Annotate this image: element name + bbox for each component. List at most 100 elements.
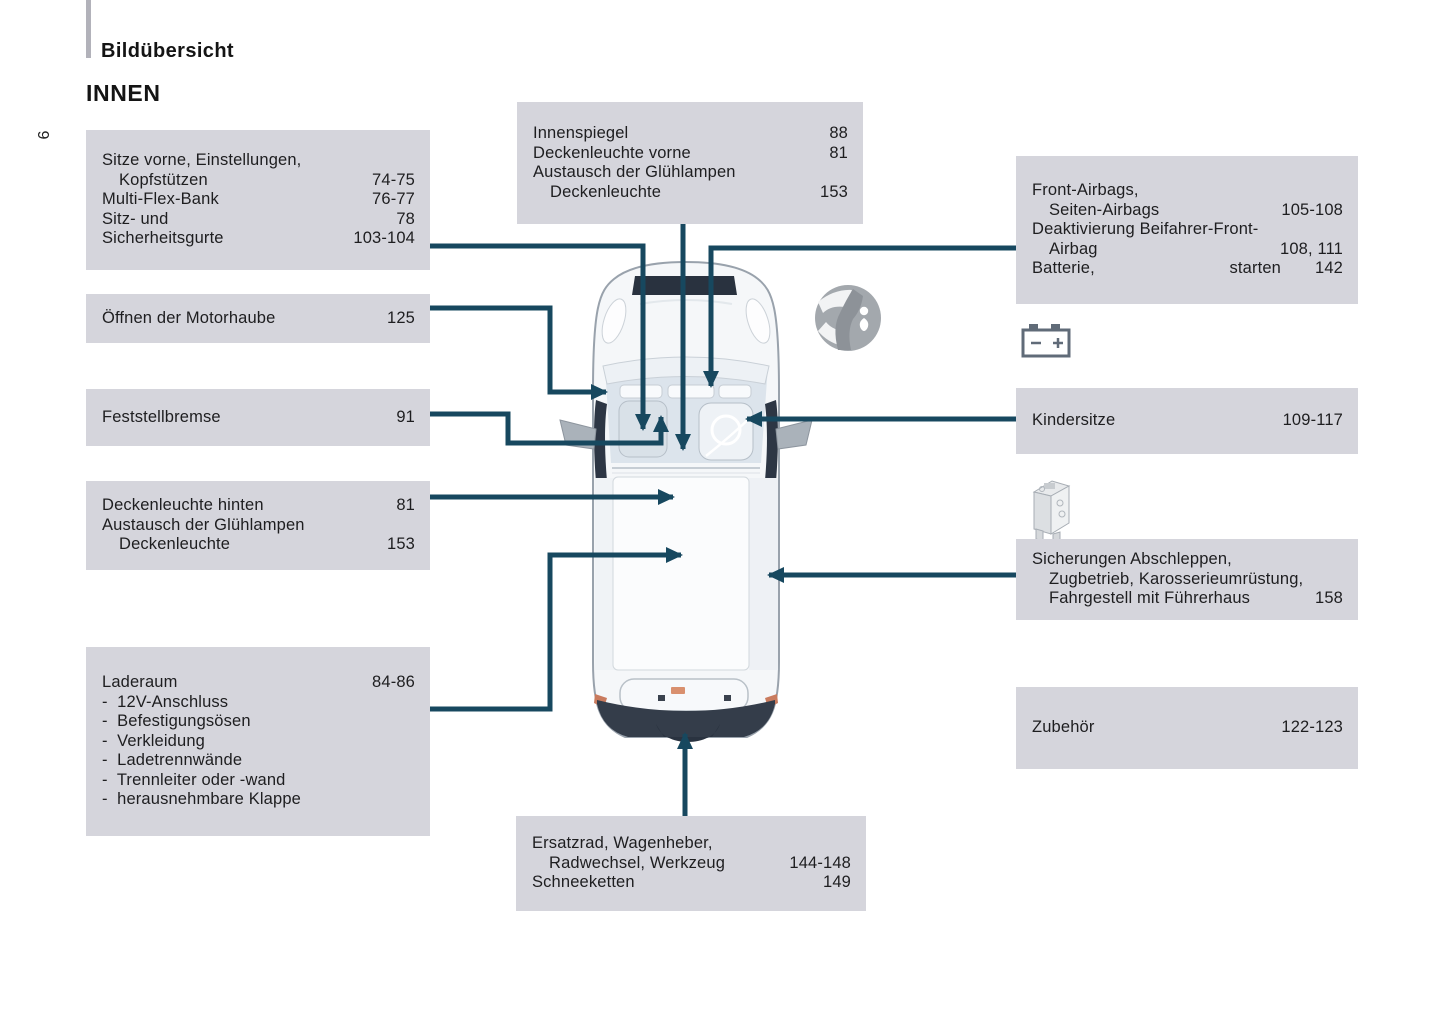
line-label: Seiten-Airbags: [1049, 200, 1160, 219]
line-mid-label: starten: [1229, 259, 1281, 278]
spare-wheel-bulge: [656, 724, 720, 742]
callout-line-front-seats: [430, 243, 651, 431]
line-pages: 74-75: [372, 170, 415, 189]
box-line: Deckenleuchte hinten 81: [102, 496, 415, 516]
page-title: Bildübersicht: [101, 40, 234, 62]
child-seat: [698, 402, 754, 461]
line-label: Sicherheitsgurte: [102, 229, 224, 248]
van-body: [559, 260, 813, 742]
line-label: Kopfstützen: [119, 170, 208, 189]
box-line: Front-Airbags,: [1032, 181, 1343, 201]
box-line: - Befestigungsösen: [102, 712, 415, 732]
line-pages: 88: [829, 124, 848, 142]
box-line: Austausch der Glühlampen: [533, 163, 848, 183]
line-label: Sicherungen Abschleppen,: [1032, 550, 1232, 569]
line-label: Innenspiegel: [533, 124, 629, 142]
line-label: Öffnen der Motorhaube: [102, 308, 276, 327]
line-label: Zubehör: [1032, 718, 1095, 737]
line-pages: 81: [829, 143, 848, 162]
box-line: Deckenleuchte vorne 81: [533, 144, 848, 164]
line-label: Ersatzrad, Wagenheber,: [532, 834, 713, 853]
callout-line-parking-brake: [430, 411, 669, 446]
callout-line-cargo: [430, 547, 683, 712]
callout-box-cargo: Laderaum 84-86 - 12V-Anschluss - Befestig…: [86, 647, 430, 836]
line-label: Deckenleuchte: [119, 535, 231, 554]
callout-box-spare-wheel: Ersatzrad, Wagenheber, Radwechsel, Werkz…: [516, 816, 866, 911]
callout-box-mirror-light: Innenspiegel 88 Deckenleuchte vorne 81 Aus…: [517, 102, 863, 224]
line-label: Zugbetrieb, Karosserieumrüstung,: [1049, 569, 1304, 588]
box-line: - 12V-Anschluss: [102, 693, 415, 713]
battery-icon: [1021, 324, 1071, 358]
fuse-box-icon: [1032, 480, 1071, 545]
line-label: Austausch der Glühlampen: [102, 515, 305, 534]
box-line: Multi-Flex-Bank 76-77: [102, 190, 415, 210]
box-line: Sitze vorne, Einstellungen,: [102, 151, 415, 171]
line-pages: 84-86: [372, 673, 415, 692]
line-label: - Ladetrennwände: [102, 751, 243, 770]
line-pages: 78: [396, 209, 415, 228]
line-label: Schneeketten: [532, 873, 635, 892]
line-pages: 105-108: [1281, 200, 1343, 219]
line-pages: 81: [396, 496, 415, 515]
callout-box-bonnet: Öffnen der Motorhaube 125: [86, 294, 430, 343]
line-pages: 108, 111: [1280, 239, 1343, 258]
line-pages: 103-104: [353, 229, 415, 248]
box-line: Fahrgestell mit Führerhaus 158: [1032, 589, 1343, 609]
line-label: Radwechsel, Werkzeug: [549, 853, 726, 872]
box-line: - Verkleidung: [102, 732, 415, 752]
line-label: Fahrgestell mit Führerhaus: [1049, 589, 1251, 608]
line-label: Sitz- und: [102, 209, 169, 228]
line-label: Deckenleuchte hinten: [102, 496, 264, 515]
callout-box-rear-ceiling-light: Deckenleuchte hinten 81 Austausch der Glü…: [86, 481, 430, 570]
box-line: Sicherungen Abschleppen,: [1032, 550, 1343, 570]
box-line: Sitz- und 78: [102, 210, 415, 230]
box-line: Deaktivierung Beifahrer-Front-: [1032, 220, 1343, 240]
callout-box-fuses: Sicherungen Abschleppen, Zugbetrieb, Kar…: [1016, 539, 1358, 620]
rear-bumper: [597, 700, 775, 737]
page-edge-bar: [86, 0, 91, 58]
line-pages: 149: [823, 873, 851, 892]
line-pages: 153: [387, 535, 415, 554]
box-line: Laderaum 84-86: [102, 673, 415, 693]
line-label: Laderaum: [102, 673, 178, 692]
callout-line-bonnet: [430, 305, 608, 400]
line-label: Batterie,: [1032, 259, 1095, 278]
line-pages: 91: [396, 407, 415, 426]
line-label: Deaktivierung Beifahrer-Front-: [1032, 220, 1259, 239]
line-label: Multi-Flex-Bank: [102, 190, 219, 209]
line-label: Deckenleuchte vorne: [533, 143, 691, 162]
line-label: Kindersitze: [1032, 411, 1116, 430]
box-line: Feststellbremse 91: [102, 408, 415, 428]
box-line: Kopfstützen 74-75: [102, 171, 415, 191]
box-line: Innenspiegel 88: [533, 124, 848, 144]
airbag-warning-icon: [815, 285, 881, 351]
box-line: Ersatzrad, Wagenheber,: [532, 834, 851, 854]
line-label: Austausch der Glühlampen: [533, 163, 736, 181]
line-pages: 158: [1315, 589, 1343, 608]
callout-line-airbags: [703, 245, 1016, 388]
line-pages: 144-148: [789, 853, 851, 872]
callout-box-front-seats: Sitze vorne, Einstellungen, Kopfstützen 7…: [86, 130, 430, 270]
line-pages: 76-77: [372, 190, 415, 209]
box-line: Zugbetrieb, Karosserieumrüstung,: [1032, 570, 1343, 590]
line-pages: 125: [387, 308, 415, 327]
box-line: Radwechsel, Werkzeug 144-148: [532, 854, 851, 874]
line-label: - Trennleiter oder -wand: [102, 770, 286, 789]
box-line: Öffnen der Motorhaube 125: [102, 309, 415, 329]
callout-lines: [430, 224, 1016, 816]
box-line: - Ladetrennwände: [102, 751, 415, 771]
line-label: Feststellbremse: [102, 407, 221, 426]
line-label: - Verkleidung: [102, 731, 205, 750]
right-mirror: [775, 419, 813, 450]
line-label: - 12V-Anschluss: [102, 692, 229, 711]
line-label: - herausnehmbare Klappe: [102, 790, 301, 809]
box-line: Schneeketten 149: [532, 873, 851, 893]
cargo-area: [612, 476, 750, 671]
